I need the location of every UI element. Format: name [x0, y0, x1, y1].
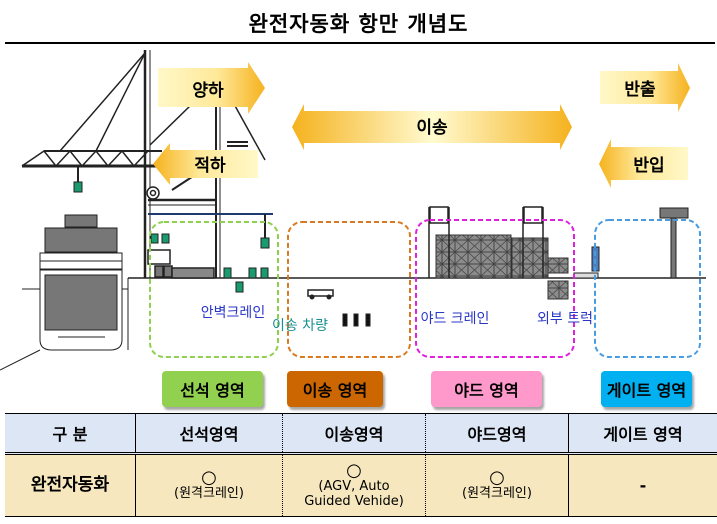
cell-note: (원격크레인) [174, 486, 244, 501]
check-circle-icon: ○ [346, 459, 362, 481]
container-spreaders [73, 181, 270, 293]
header-transfer: 이송영역 [282, 413, 426, 455]
import-arrow: 반입 [599, 139, 688, 188]
header-berth: 선석영역 [135, 413, 283, 455]
transfer-arrow: 이송 [292, 104, 572, 150]
transfer-vehicle-label: 이송 차량 [272, 318, 328, 334]
header-category: 구 분 [5, 413, 136, 455]
import-label: 반입 [633, 156, 664, 176]
export-arrow: 반출 [600, 63, 690, 112]
transfer-zone-badge: 이송 영역 [287, 371, 383, 407]
load-label: 적하 [194, 156, 226, 176]
check-circle-icon: ○ [201, 467, 217, 488]
export-label: 반출 [624, 80, 656, 100]
cell-transfer: ○ (AGV, Auto Guided Vehide) [282, 453, 426, 517]
yard-zone-outline [415, 219, 575, 358]
gate-zone-badge: 게이트 영역 [601, 371, 692, 407]
cell-note: (AGV, Auto [318, 478, 390, 494]
unload-label: 양하 [192, 81, 224, 101]
gate-structures [573, 207, 689, 279]
external-truck-label: 외부 트럭 [537, 311, 593, 327]
gate-zone-label: 게이트 영역 [606, 381, 687, 400]
cell-note: (원격크레인) [462, 486, 532, 501]
automation-summary-table: 구 분 선석영역 이송영역 야드영역 게이트 영역 완전자동화 ○ (원격크레인… [5, 413, 717, 517]
berth-zone-badge: 선석 영역 [162, 371, 263, 407]
transfer-vehicles [307, 289, 371, 327]
check-circle-icon: ○ [489, 467, 505, 488]
title-divider [5, 42, 715, 44]
transfer-zone-label: 이송 영역 [302, 381, 368, 400]
unload-arrow: 양하 [158, 62, 265, 114]
container-ship-drawing [0, 214, 129, 371]
header-gate: 게이트 영역 [568, 413, 717, 455]
table-header-row: 구 분 선석영역 이송영역 야드영역 게이트 영역 [5, 413, 717, 455]
transfer-zone-outline [287, 221, 411, 358]
quay-crane-drawing [21, 50, 273, 279]
port-concept-diagram: 양하 적하 이송 반출 반입 안벽크레인 이송 차량 야드 크레인 외부 트럭 [0, 50, 706, 371]
header-yard: 야드영역 [425, 413, 569, 455]
cell-yard: ○ (원격크레인) [425, 453, 569, 517]
yard-zone-badge: 야드 영역 [431, 371, 542, 407]
gate-zone-outline [594, 219, 701, 358]
berth-zone-outline [149, 221, 279, 358]
yard-cranes [428, 206, 544, 278]
yard-zone-label: 야드 영역 [454, 381, 519, 400]
berth-zone-label: 선석 영역 [180, 381, 245, 400]
yard-container-stacks [435, 234, 569, 300]
cell-berth: ○ (원격크레인) [135, 453, 283, 517]
cell-gate: - [568, 453, 717, 517]
load-arrow: 적하 [153, 143, 258, 185]
table-row: 완전자동화 ○ (원격크레인) ○ (AGV, Auto Guided Vehi… [5, 453, 717, 517]
diagram-title: 완전자동화 항만 개념도 [248, 12, 469, 36]
quay-crane-label: 안벽크레인 [201, 305, 265, 321]
transfer-label: 이송 [416, 118, 448, 138]
zone-outlines [149, 219, 701, 358]
cell-note-continued: Guided Vehide) [304, 493, 404, 509]
row-label: 완전자동화 [5, 453, 136, 517]
yard-crane-label: 야드 크레인 [421, 311, 490, 327]
